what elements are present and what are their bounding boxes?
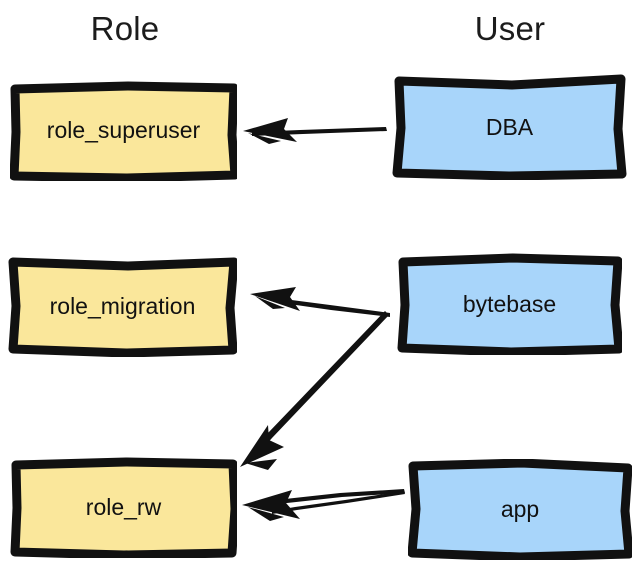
- edge-bytebase-to-role-rw: [240, 311, 389, 470]
- node-shape-dba: [392, 74, 627, 180]
- column-header-user: User: [474, 10, 546, 47]
- node-shape-role-rw: [10, 457, 237, 558]
- node-shape-app: [408, 459, 632, 560]
- node-bytebase[interactable]: bytebase: [397, 253, 622, 355]
- node-role-superuser[interactable]: role_superuser: [10, 80, 237, 181]
- node-dba[interactable]: DBA: [392, 74, 627, 180]
- edge-dba-to-role-superuser: [243, 118, 387, 144]
- edge-bytebase-to-role-migration: [250, 287, 390, 317]
- node-shape-role-superuser: [10, 81, 237, 181]
- node-shape-bytebase: [397, 253, 622, 355]
- node-app[interactable]: app: [408, 459, 632, 560]
- node-shape-role-migration: [8, 257, 237, 357]
- column-header-role: Role: [90, 10, 160, 47]
- node-role-rw[interactable]: role_rw: [10, 457, 237, 558]
- edge-app-to-role-rw: [242, 489, 405, 521]
- node-role-migration[interactable]: role_migration: [8, 256, 237, 357]
